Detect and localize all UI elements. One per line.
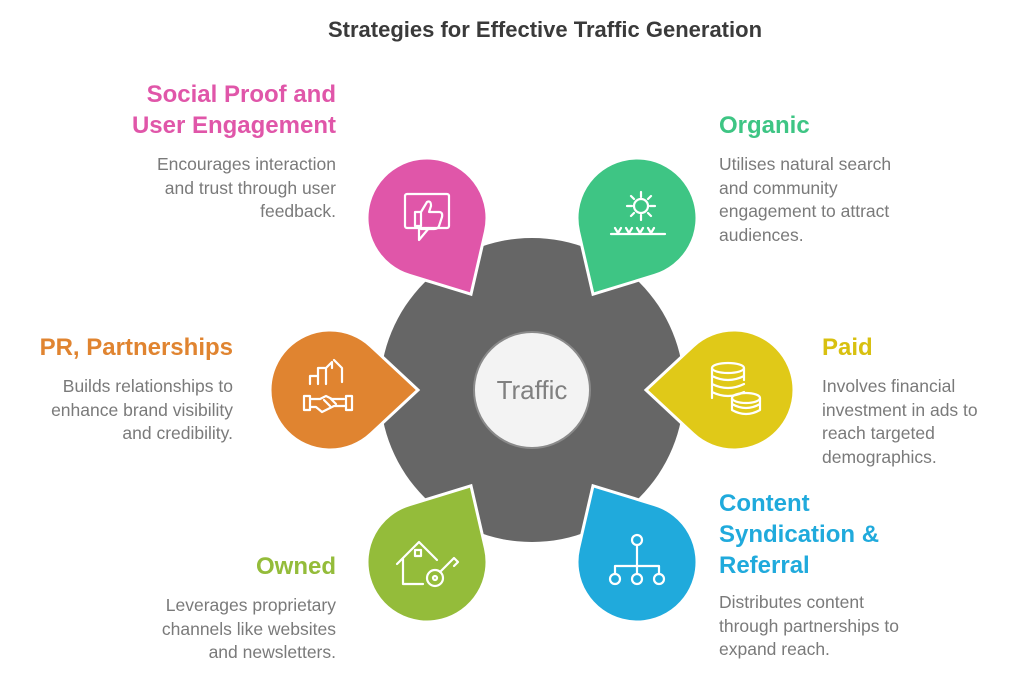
petal-pr (268, 328, 421, 452)
coins-icon (710, 361, 762, 416)
petal-shape (365, 483, 489, 624)
thumbs-up-icon (403, 192, 451, 242)
petal-shape (575, 156, 699, 297)
petal-syndication (575, 483, 699, 624)
petal-social (365, 156, 489, 297)
item-heading: Organic (719, 112, 810, 139)
hub-center (473, 331, 591, 449)
item-heading: PR, Partnerships (39, 334, 233, 361)
item-pr: PR, Partnerships Builds relationships to… (0, 332, 233, 446)
handshake-icon (302, 358, 354, 414)
petal-owned (365, 483, 489, 624)
item-heading: Paid (822, 334, 873, 361)
hierarchy-icon (608, 533, 666, 586)
sun-grass-icon (609, 190, 667, 236)
petal-shape (268, 328, 421, 452)
petal-shape (365, 156, 489, 297)
item-heading: Owned (255, 553, 336, 580)
house-key-icon (395, 540, 460, 588)
page-title: Strategies for Effective Traffic Generat… (327, 17, 763, 42)
petal-shape (643, 328, 796, 452)
petal-organic (575, 156, 699, 297)
petal-paid (643, 328, 796, 452)
hub-label: Traffic (497, 375, 568, 405)
